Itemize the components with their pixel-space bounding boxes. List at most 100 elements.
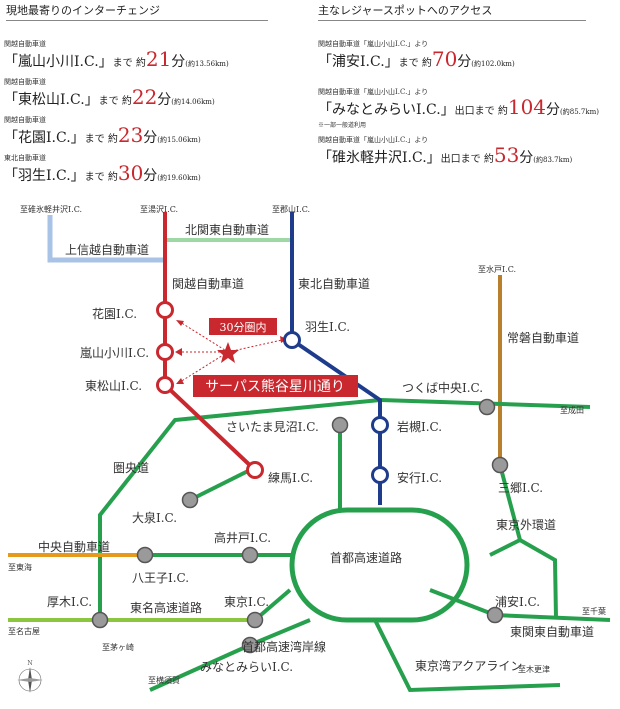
ic-label-tokyo: 東京I.C. [224,595,269,609]
compass-icon: N [17,660,43,693]
ic-marker-iwatsuki [371,416,389,434]
direction-label-chiba: 至千葉 [582,606,606,616]
ic-marker-saitama_minuma [331,416,349,434]
road-label-gaikan: 東京外環道 [496,518,556,532]
ic-label-saitama_minuma: さいたま見沼I.C. [226,420,319,434]
ic-marker-tsukuba [478,398,496,416]
road-shuto-ring [289,507,470,623]
left-entry: 東北自動車道「羽生I.C.」まで 約30分(約19.60km) [4,154,201,188]
road-label-kan_etsu: 関越自動車道 [172,277,244,291]
entry-time: 「碓氷軽井沢I.C.」出口まで 約53分(約83.7km) [318,143,573,167]
road-ken-o-line [98,397,591,620]
ic-label-hachioji: 八王子I.C. [132,571,189,585]
ic-label-urayasu: 浦安I.C. [495,594,540,609]
ic-marker-atsugi [91,611,109,629]
ic-marker-hanyu [283,331,301,349]
direction-label-yokosuka: 至横須賀 [148,675,180,685]
road-label-joshinetsu: 上信越自動車道 [65,243,149,257]
road-label-wangan: 首都高速湾岸線 [242,639,326,654]
direction-label-koriyama: 至郡山I.C. [272,204,310,214]
ic-marker-tokyo [246,611,264,629]
direction-label-tokai: 至東海 [8,562,32,572]
direction-label-nagoya: 至名古屋 [8,626,40,636]
ic-label-atsugi: 厚木I.C. [47,595,92,609]
road-gaikan-east-line [498,464,558,619]
direction-label-kisarazu: 至木更津 [518,664,550,674]
ic-label-nerima: 練馬I.C. [268,471,313,485]
road-label-chuo: 中央自動車道 [38,539,110,554]
entry-time: 「花園I.C.」まで 約23分(約15.06km) [4,123,201,147]
site-star-icon [217,342,239,363]
left-entry: 関越自動車道「嵐山小川I.C.」まで 約21分(約13.56km) [4,40,229,74]
ic-marker-angyo [371,466,389,484]
road-label-ken_o: 圏央道 [113,461,149,475]
entry-road: 関越自動車道 [4,116,46,124]
direction-label-usui: 至碓氷軽井沢I.C. [20,204,82,214]
ic-label-tsukuba: つくば中央I.C. [402,380,483,395]
ic-label-takaido: 高井戸I.C. [214,530,271,545]
ic-label-minatomirai: みなとみらいI.C. [200,660,293,674]
entry-time: 「浦安I.C.」まで 約70分(約102.0km) [318,47,515,71]
road-joshinetsu-line [47,215,165,263]
road-label-higashi_kanto: 東関東自動車道 [510,625,594,639]
ic-marker-hachioji [136,546,154,564]
ic-marker-hanazono [156,301,174,319]
svg-text:N: N [27,660,32,667]
site-label: サーパス熊谷星川通り [205,379,345,395]
left-entry: 関越自動車道「東松山I.C.」まで 約22分(約14.06km) [4,78,215,112]
road-misato-link-line [489,538,521,557]
ic-label-oizumi: 大泉I.C. [132,511,177,525]
ic-label-hanazono: 花園I.C. [92,306,137,321]
ic-marker-minatomirai [241,636,259,654]
ic-markers [91,301,509,654]
entry-note: ※一部一般道利用 [318,122,367,129]
entry-road: 関越自動車道 [4,78,46,86]
ic-marker-urayasu [486,606,504,624]
entry-time: 「嵐山小川I.C.」まで 約21分(約13.56km) [4,47,229,71]
left-entry: 関越自動車道「花園I.C.」まで 約23分(約15.06km) [4,116,201,150]
road-label-shuto: 首都高速道路 [330,550,402,565]
road-label-kita_kanto: 北関東自動車道 [185,223,269,237]
direction-label-chigasaki: 至茅ヶ崎 [102,642,134,652]
entry-road: 関越自動車道 [4,40,46,48]
ic-marker-nerima [246,461,264,479]
left-section-title: 現地最寄りのインターチェンジ [6,2,268,21]
direction-label-mito: 至水戸I.C. [478,264,516,274]
road-label-tomei: 東名高速道路 [130,600,202,615]
entry-time: 「みなとみらいI.C.」出口まで 約104分(約85.7km) [318,95,599,119]
right-entry: 関越自動車道「嵐山小山I.C.」より「みなとみらいI.C.」出口まで 約104分… [318,88,599,130]
ic-label-misato: 三郷I.C. [498,481,543,495]
direction-label-yuzawa: 至湯沢I.C. [140,204,178,214]
ic-label-higashimatsuyama: 東松山I.C. [85,379,142,393]
entry-time: 「東松山I.C.」まで 約22分(約14.06km) [4,85,215,109]
entry-road: 関越自動車道「嵐山小山I.C.」より [318,136,429,144]
ic-marker-takaido [241,546,259,564]
road-tohoku-line [290,212,382,505]
road-label-aqua: 東京湾アクアライン [415,658,522,673]
ic-label-ranzan: 嵐山小川I.C. [80,346,149,360]
direction-label-narita: 至成田 [560,405,584,415]
entry-road: 東北自動車道 [4,154,46,162]
road-aqua-line [373,619,561,693]
ic-label-angyo: 安行I.C. [397,470,442,485]
ic-label-iwatsuki: 岩槻I.C. [397,419,442,434]
site-label-bg [193,375,358,397]
badge-30: 30分圏内 [220,320,267,334]
ic-marker-higashimatsuyama [156,376,174,394]
ic-marker-oizumi [181,491,199,509]
road-oizumi-line [189,468,251,502]
entry-road: 関越自動車道「嵐山小山I.C.」より [318,40,429,48]
right-entry: 関越自動車道「嵐山小山I.C.」より「碓氷軽井沢I.C.」出口まで 約53分(約… [318,136,572,170]
map-labels: 至碓氷軽井沢I.C. 至湯沢I.C. 至郡山I.C. 至水戸I.C. 至成田至東海至名古… [8,204,606,685]
ic-marker-ranzan [156,343,174,361]
road-label-joban: 常磐自動車道 [507,331,579,345]
entry-time: 「羽生I.C.」まで 約30分(約19.60km) [4,161,201,185]
right-entry: 関越自動車道「嵐山小山I.C.」より「浦安I.C.」まで 約70分(約102.0… [318,40,515,74]
road-label-tohoku: 東北自動車道 [298,277,370,291]
entry-road: 関越自動車道「嵐山小山I.C.」より [318,88,429,96]
badge-30-bg [209,318,277,335]
ic-marker-misato [491,456,509,474]
right-section-title: 主なレジャースポットへのアクセス [318,2,586,21]
